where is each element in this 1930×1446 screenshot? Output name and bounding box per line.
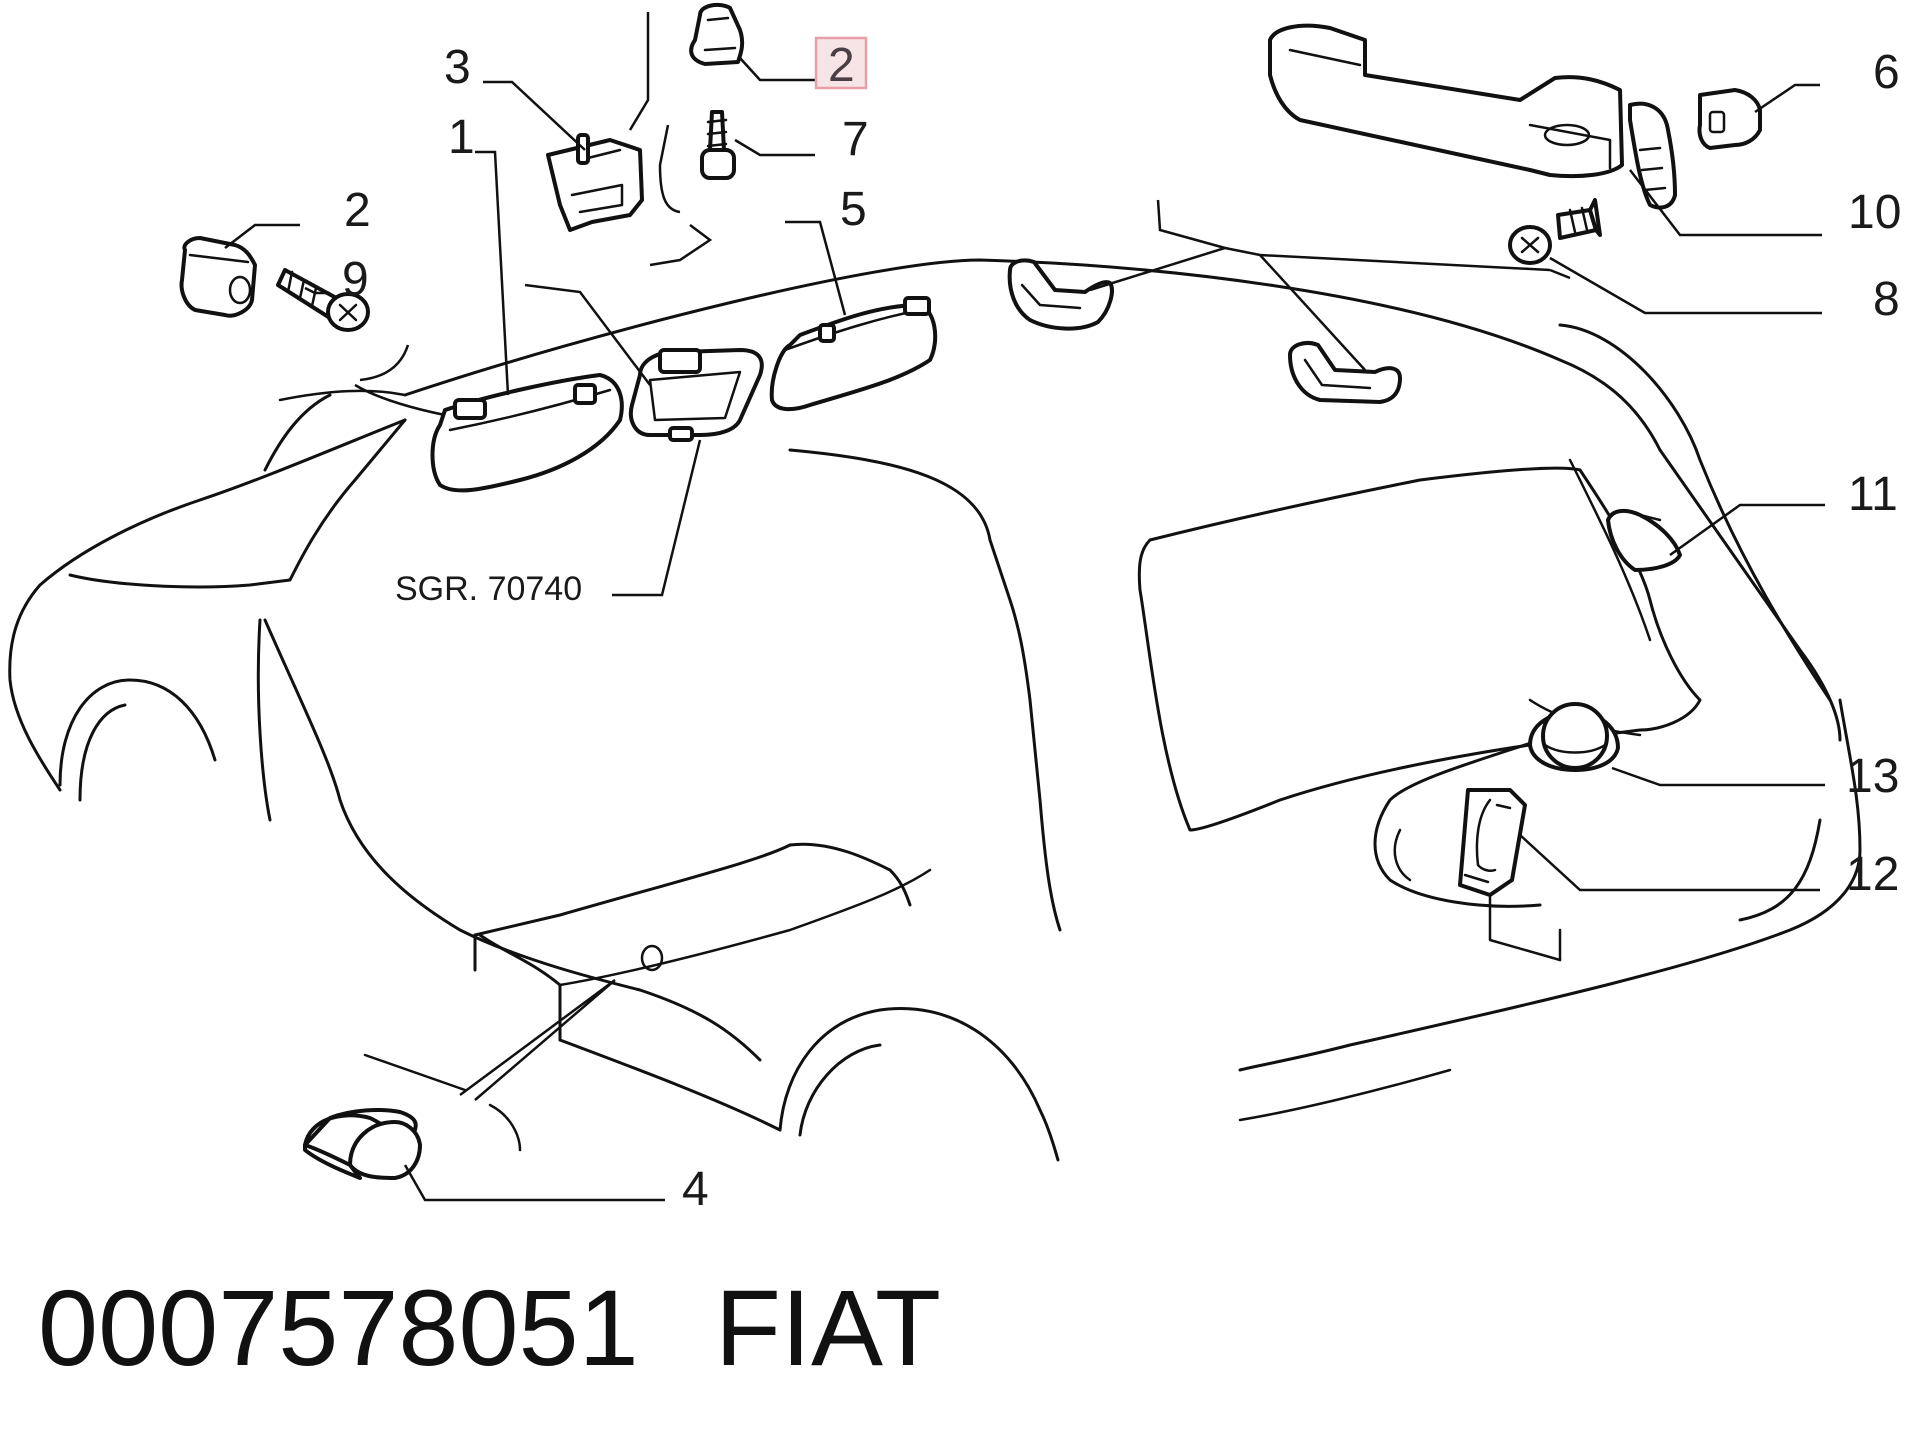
leader-lines [224, 12, 1825, 1202]
callout-9: 9 [342, 253, 369, 306]
callout-7: 7 [842, 113, 869, 166]
clip-left-part [179, 236, 257, 318]
callout-5: 5 [840, 183, 867, 236]
grab-handle-small-front-part [1007, 258, 1114, 331]
sun-visor-left-part [430, 373, 624, 493]
visor-bracket-part [546, 133, 644, 232]
footer: 0007578051 FIAT [38, 1267, 941, 1388]
callout-4: 4 [682, 1163, 709, 1216]
sun-visor-right-part [769, 296, 938, 412]
screw-eight-part [1508, 198, 1602, 265]
callout-2-highlight-box [814, 36, 868, 90]
hook-bracket-twelve-part [1458, 788, 1527, 897]
callout-3: 3 [444, 41, 471, 94]
trim-piece-eleven-part [1606, 508, 1682, 572]
callout-6: 6 [1873, 46, 1900, 99]
clip-six-part [1697, 88, 1762, 150]
car-body-outline [8, 258, 1862, 1162]
callout-8: 8 [1873, 273, 1900, 326]
brand-name: FIAT [715, 1267, 941, 1388]
interior-mirror-part [629, 348, 764, 442]
cap-four-part [303, 1108, 422, 1180]
callout-12: 12 [1846, 848, 1899, 901]
screw-seven-part [700, 110, 736, 180]
callout-10: 10 [1848, 186, 1901, 239]
callout-13: 13 [1846, 750, 1899, 803]
callout-2-highlighted: 2 [828, 39, 855, 92]
clip-top-part [689, 2, 745, 66]
callout-1: 1 [448, 111, 475, 164]
reference-label: SGR. 70740 [395, 570, 582, 608]
screw-nine-part [276, 268, 370, 332]
callout-labels: 1 2 2 3 4 5 6 7 8 9 10 11 12 13 SGR. 707… [342, 36, 1901, 1216]
part-number: 0007578051 [38, 1267, 639, 1388]
grab-handle-large-part [1268, 23, 1677, 210]
grab-handle-small-rear-part [1288, 341, 1402, 404]
callout-11: 11 [1848, 468, 1898, 521]
bump-stop-thirteen-part [1528, 702, 1620, 772]
callout-2-left: 2 [344, 184, 371, 237]
